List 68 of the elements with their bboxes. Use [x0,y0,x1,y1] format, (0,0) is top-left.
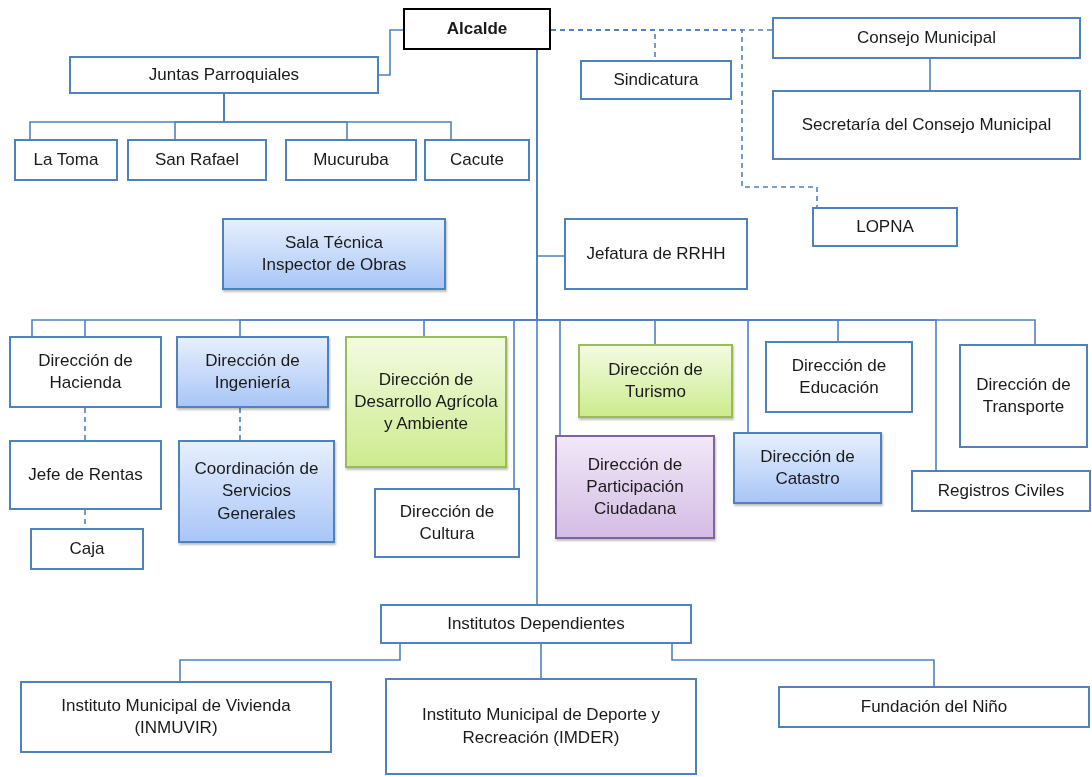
org-box [772,90,1081,160]
box-label: Secretaría del Consejo Municipal [801,113,1052,136]
org-box [812,207,958,247]
box-label: Dirección de Transporte [975,373,1072,418]
box-label: Dirección de Ingeniería [204,349,301,394]
org-box [778,686,1090,728]
box-label: Alcalde [446,17,508,40]
org-box [9,440,162,510]
box-label: Mucuruba [313,148,389,171]
box-label: Consejo Municipal [857,26,996,49]
box-label: Coordinación de Servicios Generales [193,458,320,525]
connector-line [671,643,935,687]
org-box [285,139,417,181]
org-box [380,604,692,644]
box-label: Dirección de Turismo [607,358,704,403]
org-box [385,678,697,775]
box-label: Sala Técnica [285,231,383,254]
box-label: Fundación del Niño [860,695,1008,718]
connector-line [179,643,401,682]
connector-line [239,407,241,441]
box-label: Dirección de Cultura [398,500,496,545]
org-box [564,218,748,290]
org-box [176,336,329,408]
box-label: Sindicatura [613,68,699,91]
connector-line [378,29,404,76]
box-label: Dirección de Catastro [759,445,856,490]
connector-line [223,93,452,140]
box-label: Caja [69,537,105,560]
connector-line [84,407,86,441]
org-box [9,336,162,408]
org-box [403,8,551,50]
org-box [20,681,332,753]
box-label: Registros Civiles [937,479,1065,502]
box-label: LOPNA [856,215,914,238]
box-label: Instituto Municipal de Deporte y Recreación (IMDER) [420,704,662,749]
box-label: Dirección de Desarrollo Agrícola y Ambiente [353,368,499,436]
box-label: Dirección de Hacienda [37,349,134,394]
org-box [959,344,1088,448]
box-label: Juntas Parroquiales [148,63,300,86]
box-label: Jefatura de RRHH [586,242,726,265]
org-box [178,440,335,543]
org-box [578,344,733,418]
org-box [69,56,379,94]
box-label: Cacute [450,148,504,171]
box-label: La Toma [33,148,99,171]
box-label: Dirección de Participación Ciudadana [585,453,685,521]
box-label: Dirección de Educación [790,354,888,399]
org-box [580,60,732,100]
connector-line [540,643,542,679]
box-label: Inspector de Obras [261,254,407,276]
org-box [911,470,1091,512]
org-box [14,139,118,181]
org-box [733,432,882,504]
box-label: Instituto Municipal de Vivienda (INMUVIR) [60,694,292,739]
org-box [765,341,913,413]
box-label: San Rafael [154,148,240,171]
org-box [345,336,507,468]
org-box [222,218,446,290]
box-label: Jefe de Rentas [28,463,143,486]
org-box [424,139,530,181]
org-box [127,139,267,181]
box-label: Institutos Dependientes [447,612,625,635]
org-box [30,528,144,570]
connector-line [550,29,818,208]
org-box [772,17,1081,59]
org-box [374,488,520,558]
connector-line [929,58,931,91]
org-box [555,435,715,539]
